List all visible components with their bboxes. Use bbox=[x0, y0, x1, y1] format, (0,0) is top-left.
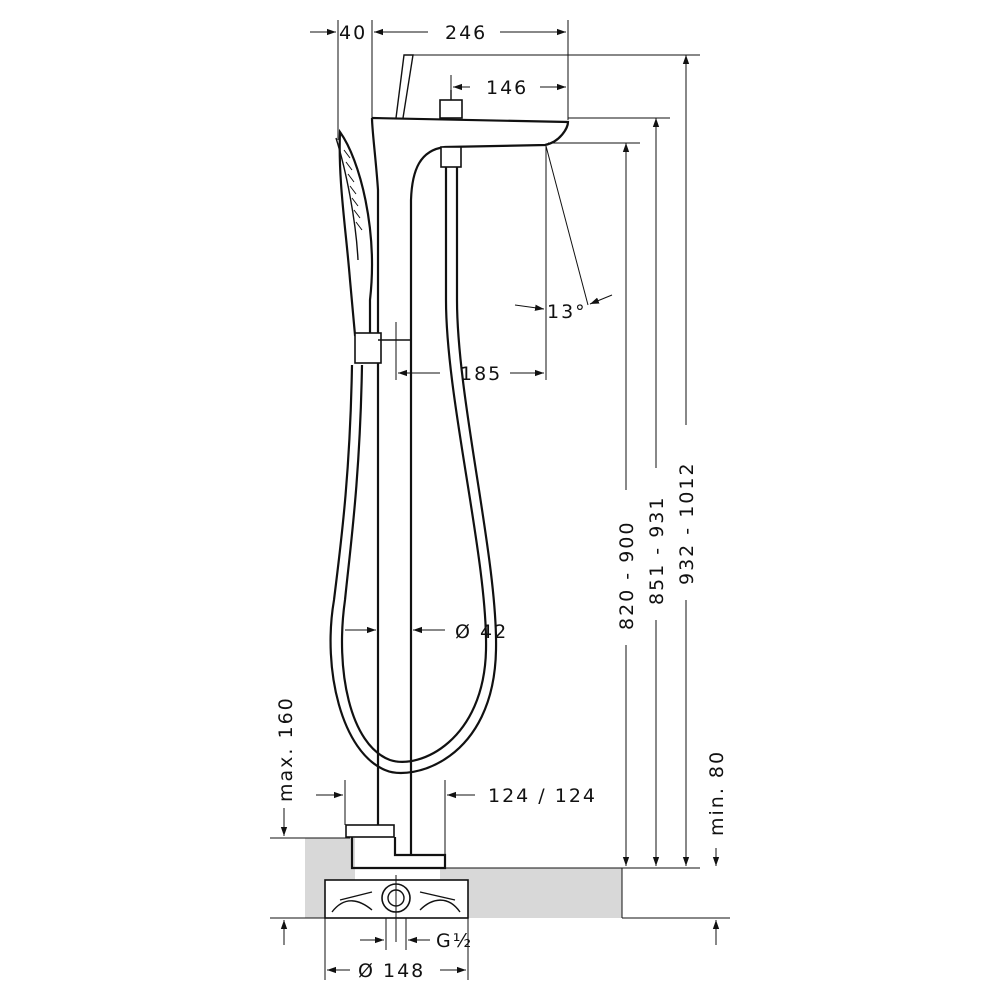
shower-holder bbox=[354, 332, 411, 364]
dim-base-size: 124 / 124 bbox=[488, 785, 597, 807]
dim-handshower-distance: 185 bbox=[460, 363, 502, 385]
dim-connection: G½ bbox=[436, 930, 473, 952]
dim-control-distance: 146 bbox=[486, 77, 528, 99]
mounting-box bbox=[324, 875, 469, 942]
shower-hose bbox=[329, 167, 498, 774]
dim-total-height: 932 - 1012 bbox=[676, 461, 698, 585]
hand-shower bbox=[335, 128, 374, 337]
mixer-column bbox=[370, 116, 570, 855]
dim-spout-angle: 13° bbox=[547, 301, 587, 323]
dim-min-depth: min. 80 bbox=[706, 750, 728, 836]
dim-wall-offset: 40 bbox=[339, 22, 367, 44]
dim-spout-height: 820 - 900 bbox=[616, 521, 638, 630]
dim-max-depth: max. 160 bbox=[275, 696, 297, 802]
dimension-lines bbox=[270, 20, 730, 980]
dim-base-diameter: Ø 148 bbox=[358, 960, 425, 982]
base-plate bbox=[345, 824, 447, 870]
dim-top-height: 851 - 931 bbox=[646, 496, 668, 605]
lever-handle bbox=[395, 54, 414, 119]
hose-connector bbox=[440, 146, 462, 168]
dim-column-diameter: Ø 42 bbox=[455, 621, 508, 643]
dim-spout-reach: 246 bbox=[445, 22, 487, 44]
floor-section bbox=[305, 837, 700, 918]
diverter-knob bbox=[439, 90, 463, 119]
